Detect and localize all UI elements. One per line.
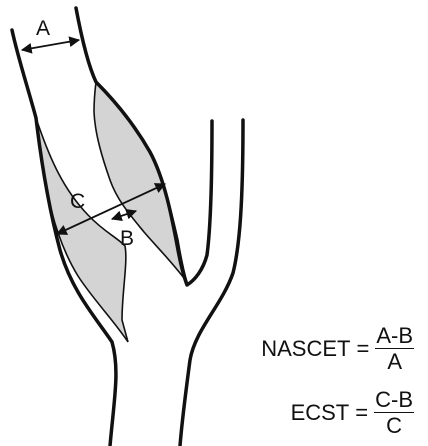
- nascet-name: NASCET: [261, 336, 350, 362]
- nascet-equals: =: [356, 336, 369, 362]
- ecst-equals: =: [355, 400, 368, 426]
- ecst-numerator: C-B: [374, 388, 414, 413]
- nascet-numerator: A-B: [375, 324, 414, 349]
- measure-a: [22, 40, 79, 50]
- ecst-formula: ECST = C-B C: [291, 388, 414, 437]
- nascet-fraction: A-B A: [375, 324, 414, 373]
- nascet-formula: NASCET = A-B A: [261, 324, 414, 373]
- label-c: C: [70, 190, 85, 213]
- ecst-name: ECST: [291, 400, 350, 426]
- nascet-denominator: A: [387, 349, 402, 373]
- ecst-denominator: C: [386, 413, 402, 437]
- ecst-fraction: C-B C: [374, 388, 414, 437]
- label-a: A: [36, 17, 50, 40]
- label-b: B: [120, 227, 134, 250]
